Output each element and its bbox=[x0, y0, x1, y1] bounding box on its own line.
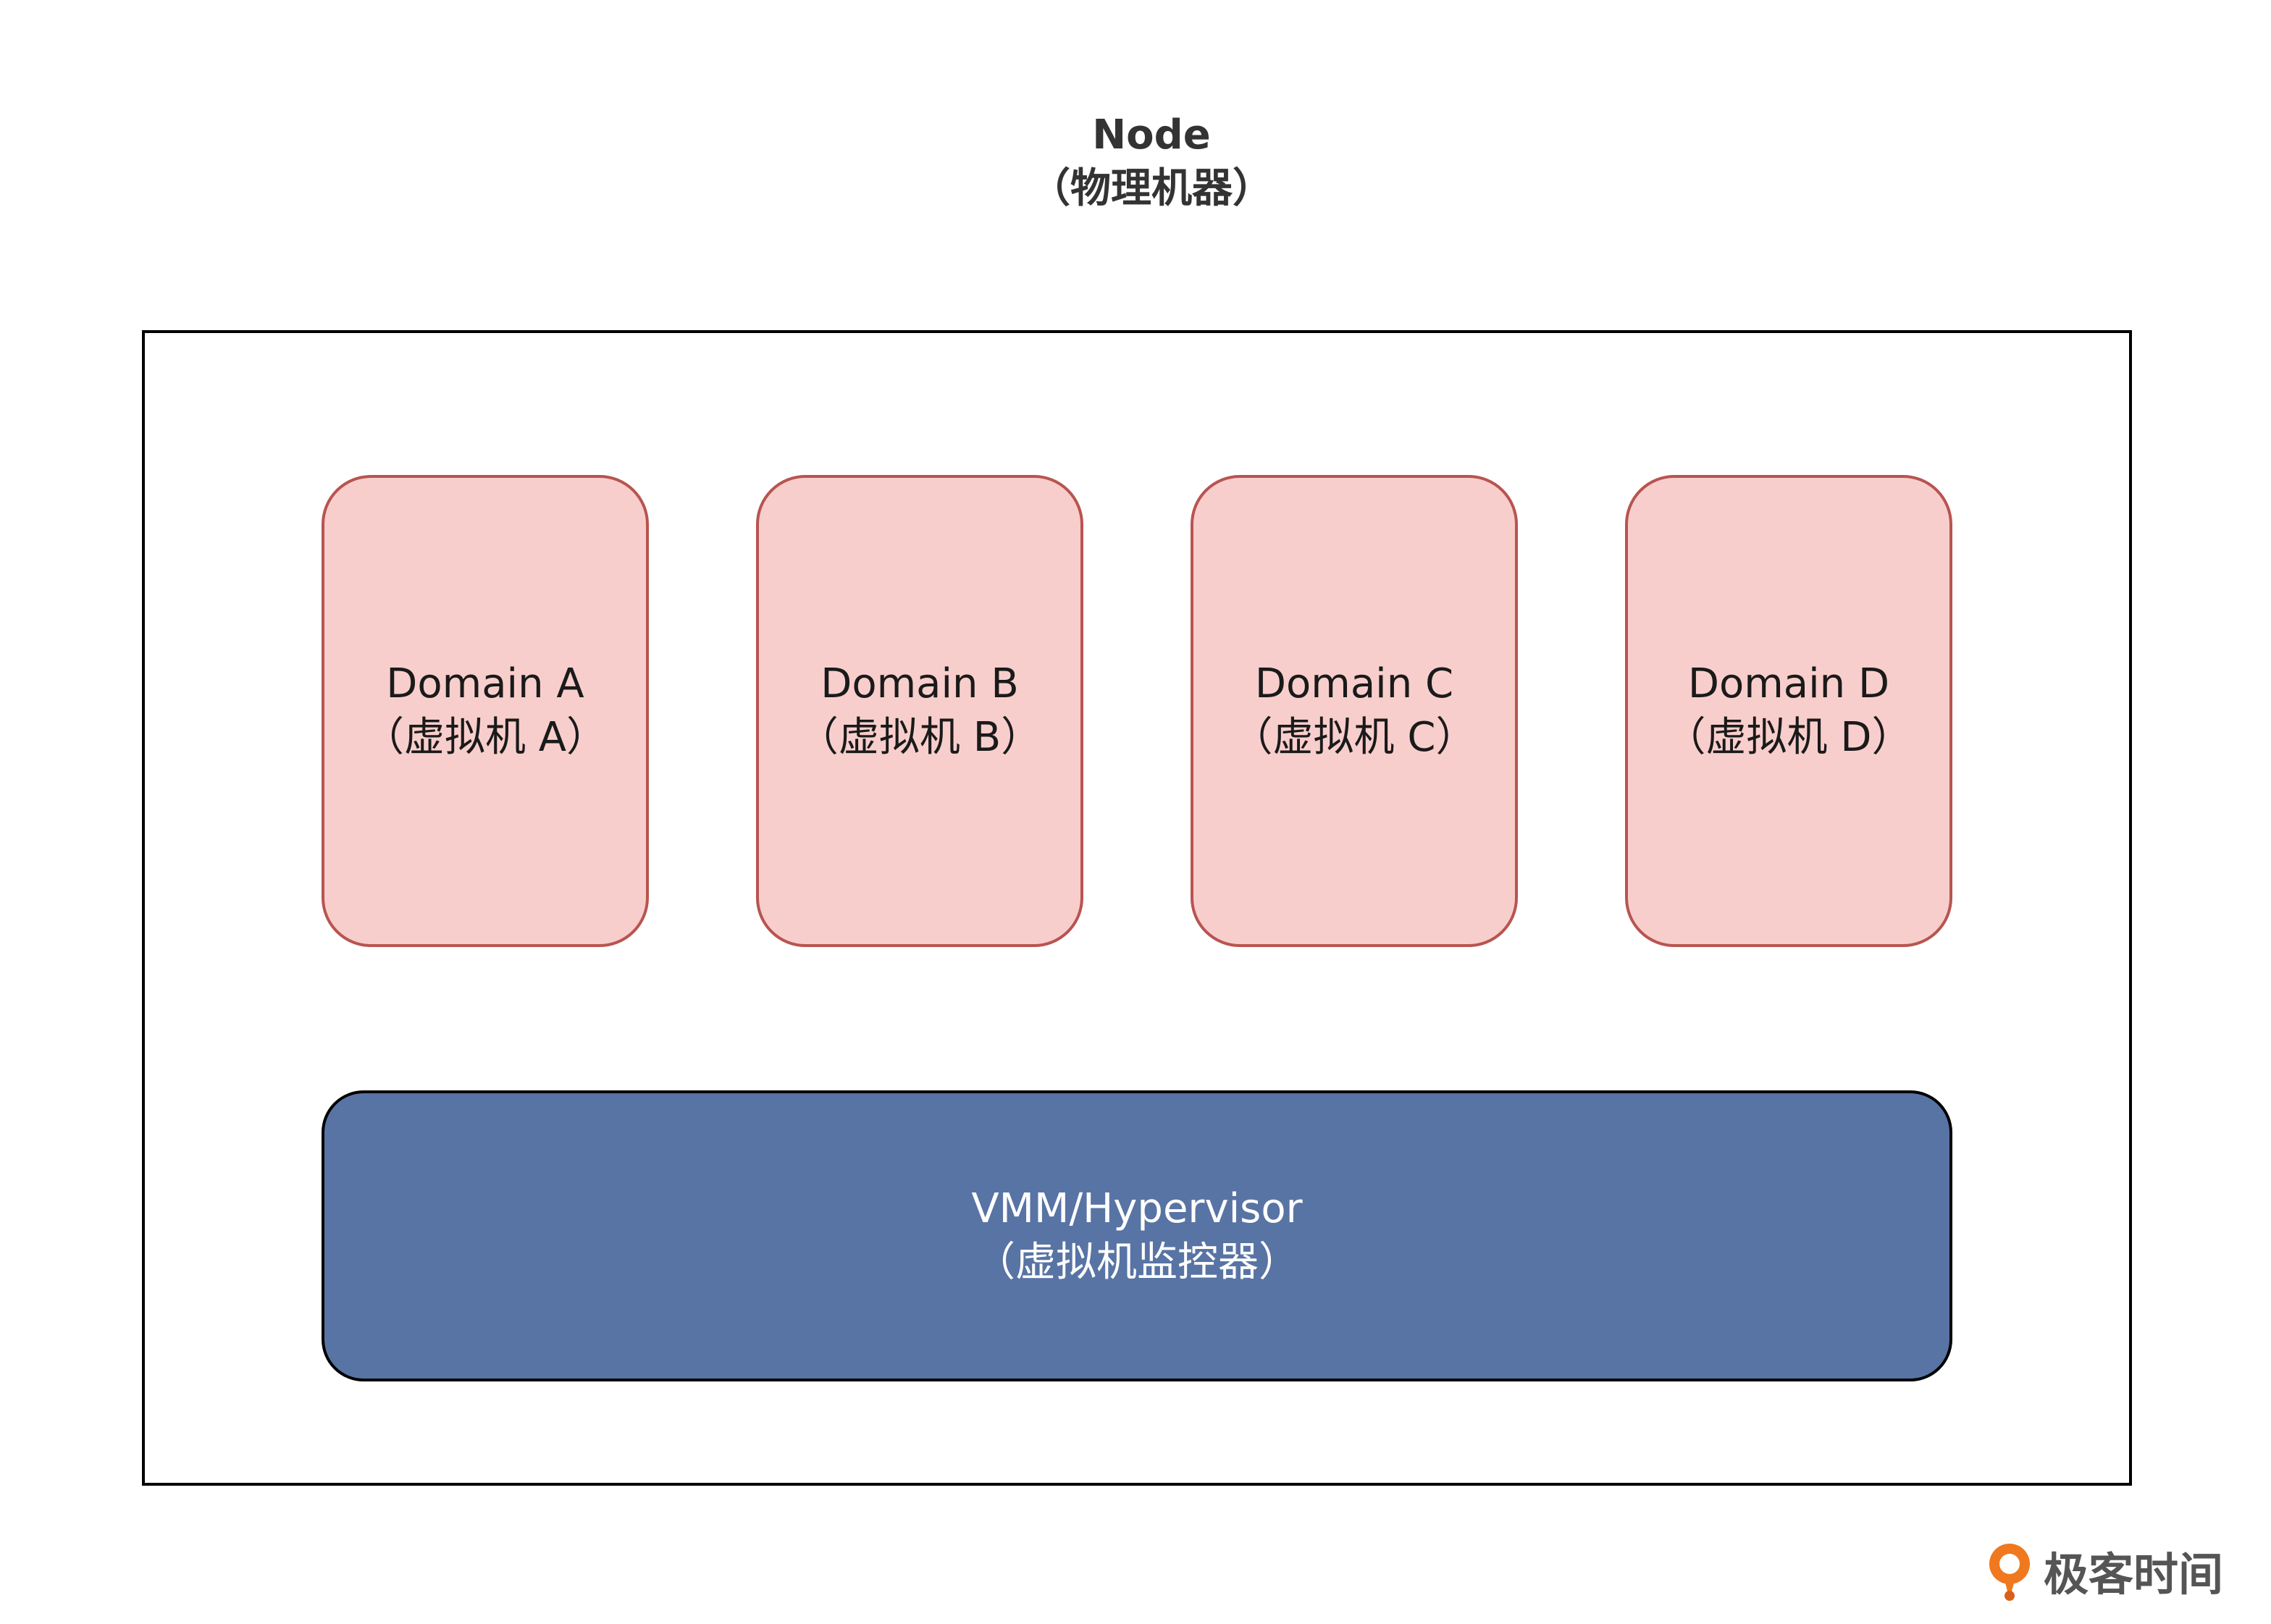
watermark: 极客时间 bbox=[1983, 1538, 2223, 1603]
node-title: Node （物理机器） bbox=[1007, 109, 1296, 216]
hypervisor-box: VMM/Hypervisor （虚拟机监控器） bbox=[322, 1090, 1952, 1381]
domain-b-label: （虚拟机 B） bbox=[797, 714, 1042, 761]
domain-b-name: Domain B bbox=[820, 660, 1019, 707]
domain-a-label: （虚拟机 A） bbox=[363, 714, 608, 761]
domain-d-name: Domain D bbox=[1687, 660, 1890, 707]
node-title-text: Node bbox=[1092, 112, 1211, 159]
domain-c-label: （虚拟机 C） bbox=[1232, 714, 1477, 761]
watermark-text: 极客时间 bbox=[2044, 1548, 2224, 1601]
domain-c-name: Domain C bbox=[1254, 660, 1454, 707]
domain-box-d: Domain D （虚拟机 D） bbox=[1625, 475, 1952, 947]
node-subtitle-text: （物理机器） bbox=[1030, 165, 1273, 212]
domain-box-a: Domain A （虚拟机 A） bbox=[322, 475, 649, 947]
hypervisor-label: （虚拟机监控器） bbox=[975, 1239, 1299, 1286]
domain-a-name: Domain A bbox=[386, 660, 584, 707]
hypervisor-name: VMM/Hypervisor bbox=[971, 1185, 1303, 1232]
domain-box-c: Domain C （虚拟机 C） bbox=[1191, 475, 1518, 947]
geektime-logo-icon bbox=[1989, 1544, 2030, 1601]
domain-d-label: （虚拟机 D） bbox=[1665, 714, 1913, 761]
domain-box-b: Domain B （虚拟机 B） bbox=[756, 475, 1083, 947]
